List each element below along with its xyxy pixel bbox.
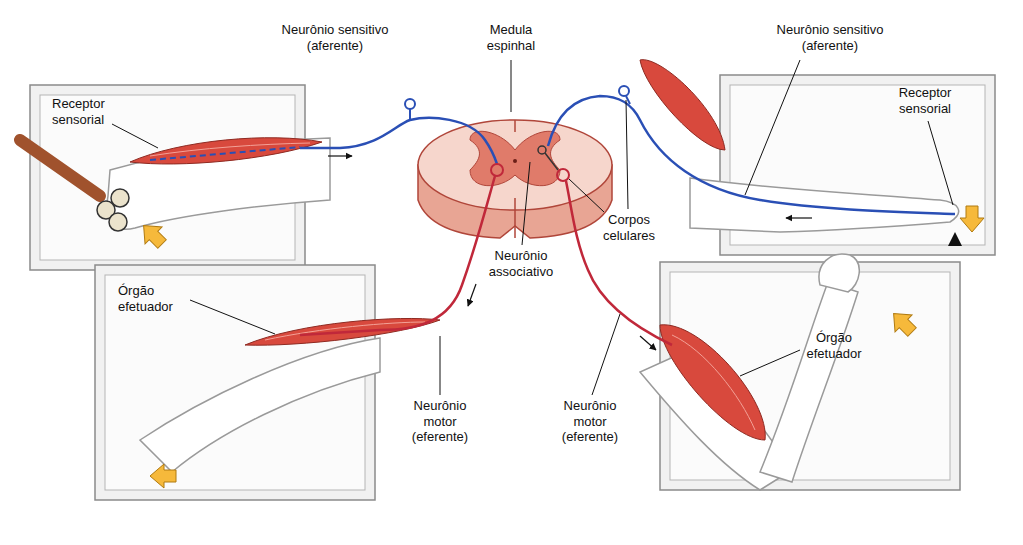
label-text: Neurônio sensitivo (aferente) [270,22,400,53]
spinal-cord [418,120,612,238]
muscle [130,138,322,164]
movement-arrow [135,217,170,252]
muscle-stripe [672,335,755,430]
motor-neuron [300,176,495,335]
movement-arrow [960,206,984,232]
leader-line [511,60,512,112]
panel-bottom-right [640,254,960,490]
motor-neuron [566,181,672,345]
hand [819,254,859,292]
leader-line [190,300,275,334]
leader-line [740,350,800,376]
hammer-head [109,213,127,231]
leader-lines [112,60,953,395]
leader-line [522,162,530,245]
cell-body-stalk [409,109,411,120]
cell-body-stalk [626,96,630,104]
label-text: Neurônio associativo [475,248,567,279]
signal-arrows [328,156,812,350]
dorsal-sulcus [514,120,516,132]
leader-line [440,336,441,395]
label-text: Neurônio sensitivo (aferente) [765,22,895,53]
leader-line [745,60,800,195]
reflex-hammer [20,140,100,196]
muscle [660,325,765,440]
forearm [760,282,858,482]
label-text: Neurônio motor (eferente) [405,398,475,445]
label-text: Receptor sensorial [885,85,965,116]
signal-arrow [468,284,476,306]
label-text: Corpos celulares [590,212,668,243]
movement-arrow [150,464,176,488]
signal-arrow [640,336,656,350]
ventral-fissure [514,198,516,238]
forearm [690,178,959,232]
leader-line [592,314,620,395]
sensory-neuron [300,118,497,164]
sensory-ending [150,147,300,160]
sensory-neuron [548,96,955,214]
cell-body [491,164,503,176]
arm [107,138,330,229]
tack [948,232,962,246]
panel-top-right [640,60,995,255]
movement-arrow [885,305,920,340]
label-text: Órgão efetuador [118,283,193,314]
leader-line [112,124,158,148]
leader-line [928,121,953,205]
label-text: Receptor sensorial [52,96,127,127]
signal-arrow [786,217,812,218]
arm [140,338,380,472]
panel-bottom-left [95,265,440,500]
association-axon [545,153,558,170]
leader-line [626,100,628,209]
leader-line [569,179,604,212]
neurons [300,86,955,345]
signal-arrow [328,155,352,156]
cell-body [619,86,629,96]
association-neuron [538,146,546,154]
label-text: Órgão efetuador [795,330,873,361]
label-text: Neurônio motor (eferente) [555,398,625,445]
panel-frame [660,262,960,490]
central-canal [513,159,517,163]
panel-top-left [20,85,330,270]
cell-body [557,169,569,181]
muscle [640,60,725,150]
cell-body [405,99,415,109]
cord-surface [418,120,612,210]
label-text: Medula espinhal [476,22,546,53]
